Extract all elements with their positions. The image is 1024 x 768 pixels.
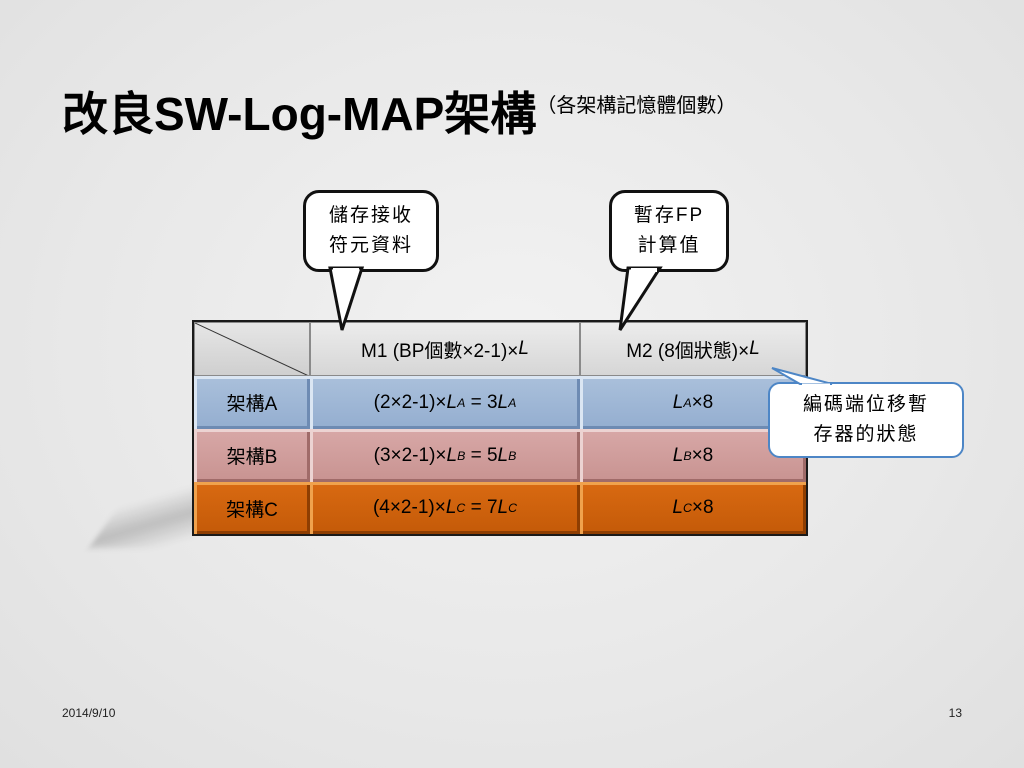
row-b-m1-mid: = 5	[465, 444, 498, 466]
header-m2-text: M2 (8個狀態)×	[626, 340, 750, 362]
row-b-m2-var: L	[672, 444, 684, 466]
row-a-m1-var: L	[446, 391, 458, 413]
row-c-m2-var: L	[672, 497, 683, 518]
row-c-m2-post: ×8	[691, 497, 714, 518]
row-a-label: 架構A	[194, 376, 310, 429]
row-c-m1-var2: L	[497, 497, 509, 518]
memory-table: M1 (BP個數×2-1)×L M2 (8個狀態)×L 架構A (2×2-1)×…	[192, 320, 808, 536]
row-a-label-text: 架構A	[226, 394, 278, 415]
slide-title-subtitle: （各架構記憶體個數）	[536, 95, 737, 117]
row-c-m1-mid: = 7	[465, 497, 498, 518]
row-b-m1-pre: (3×2-1)×	[373, 444, 447, 466]
callout-left-line2: 符元資料	[328, 235, 413, 256]
row-b-m1-var: L	[446, 444, 458, 466]
header-m2-variable: L	[749, 338, 760, 359]
footer-date: 2014/9/10	[62, 706, 116, 720]
header-m1-text: M1 (BP個數×2-1)×	[361, 340, 519, 362]
callout-fp-values: 暫存FP 計算值	[609, 190, 729, 272]
row-c-label: 架構C	[194, 482, 310, 534]
row-b-label-text: 架構B	[226, 447, 278, 468]
callout-mid-line2: 計算值	[637, 235, 701, 256]
row-b-m2-post: ×8	[691, 444, 714, 466]
table-header-m2: M2 (8個狀態)×L	[580, 322, 806, 376]
row-a-m2-sub: A	[683, 395, 692, 410]
callout-right-line2: 存器的狀態	[813, 424, 919, 445]
row-b-m2-sub: B	[683, 448, 692, 463]
row-a-m2-var: L	[672, 391, 684, 413]
callout-encoder-states: 編碼端位移暫 存器的狀態	[768, 382, 964, 458]
row-a-m1-sub: A	[457, 395, 466, 410]
row-c-label-text: 架構C	[226, 499, 278, 521]
row-b-label: 架構B	[194, 429, 310, 482]
row-b-m1-var2: L	[497, 444, 509, 466]
row-a-m2-post: ×8	[691, 391, 714, 413]
slide-title-main: 改良SW-Log-MAP架構	[62, 88, 537, 140]
footer-page-number: 13	[948, 706, 962, 720]
diagonal-line-icon	[195, 323, 308, 375]
row-a-m1-pre: (2×2-1)×	[373, 391, 447, 413]
callout-received-symbols: 儲存接收 符元資料	[303, 190, 439, 272]
row-a-m1-sub2: A	[508, 395, 517, 410]
row-c-m1-sub2: C	[508, 501, 518, 515]
table-header-m1: M1 (BP個數×2-1)×L	[310, 322, 580, 376]
row-a-m1-mid: = 3	[465, 391, 498, 413]
row-c-m1-pre: (4×2-1)×	[372, 497, 446, 518]
callout-left-line1: 儲存接收	[328, 205, 413, 226]
row-c-m1-var: L	[445, 497, 457, 518]
slide-title: 改良SW-Log-MAP架構（各架構記憶體個數）	[62, 78, 736, 144]
row-b-m1-sub: B	[457, 448, 466, 463]
row-a-m1-var2: L	[497, 391, 509, 413]
row-c-m2-sub: C	[682, 501, 692, 515]
callout-mid-line1: 暫存FP	[633, 205, 705, 226]
callout-right-line1: 編碼端位移暫	[802, 394, 929, 415]
header-m1-variable: L	[518, 338, 529, 359]
row-b-m1-sub2: B	[508, 448, 517, 463]
row-c-m1-sub: C	[456, 501, 466, 515]
table-corner-diagonal	[194, 322, 310, 376]
